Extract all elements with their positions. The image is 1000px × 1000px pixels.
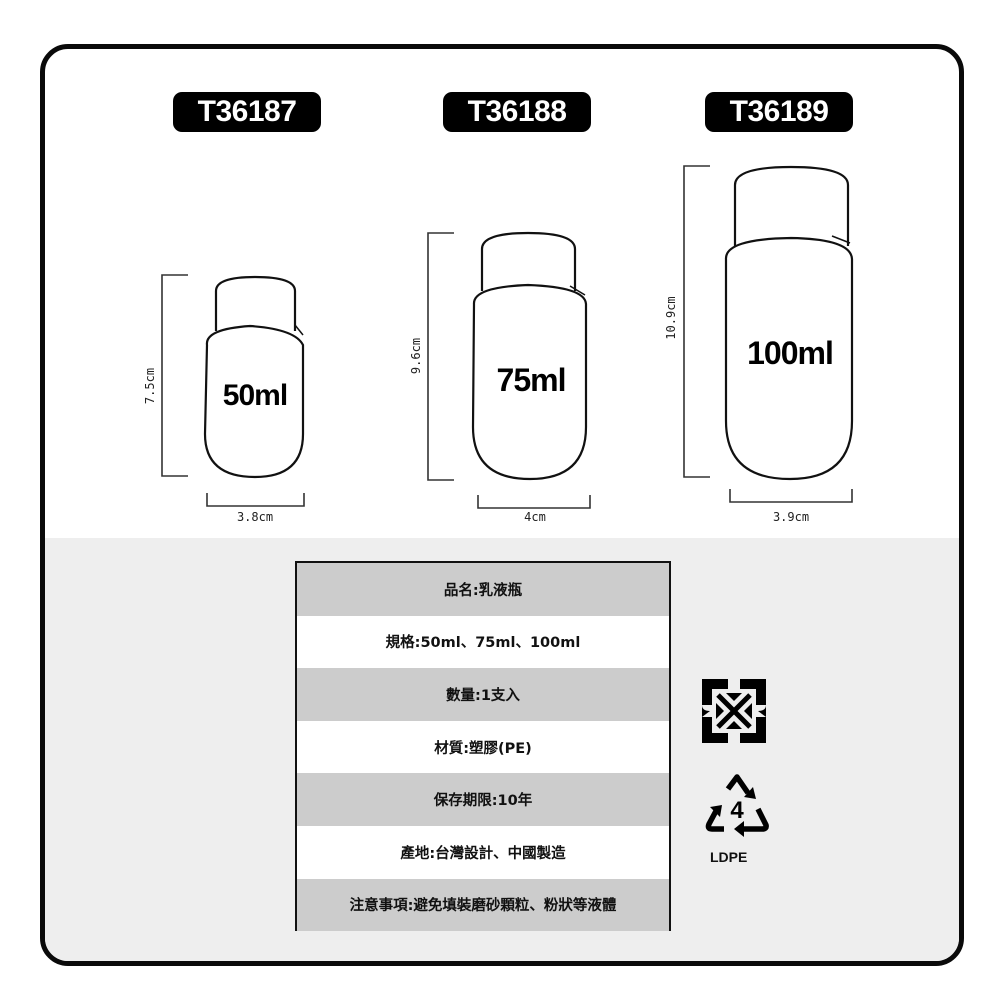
- width-label-75ml: 4cm: [524, 510, 546, 524]
- product-code-tag-t36187: T36187: [173, 92, 321, 132]
- bottle-75ml-icon: [471, 231, 588, 481]
- spec-row-material: 材質:塑膠(PE): [434, 740, 532, 757]
- recycle-triangle-icon: 4: [705, 774, 769, 837]
- volume-label-50ml: 50ml: [222, 379, 288, 412]
- spec-row-product-name: 品名:乳液瓶: [297, 563, 669, 616]
- bottle-100ml-icon: [724, 165, 854, 481]
- spec-row-notes: 注意事項:避免填裝磨砂顆粒、粉狀等液體: [297, 878, 669, 932]
- taiwan-recycle-icon: [702, 679, 766, 743]
- height-label-50ml: 7.5cm: [143, 367, 157, 405]
- spec-row-sizes: 規格:50ml、75ml、100ml: [385, 635, 581, 652]
- dimension-lines: [161, 165, 853, 509]
- resin-label-ldpe: LDPE: [710, 849, 748, 865]
- spec-table: 品名:乳液瓶 規格:50ml、75ml、100ml 數量:1支入 材質:塑膠(P…: [295, 561, 671, 932]
- bottle-50ml-icon: [203, 275, 305, 479]
- product-spec-card: T36187 T36188 T36189: [40, 44, 964, 966]
- height-label-75ml: 9.6cm: [409, 337, 423, 375]
- product-code-tag-t36189: T36189: [705, 92, 853, 132]
- volume-label-75ml: 75ml: [496, 362, 567, 398]
- spec-row-quantity: 數量:1支入: [297, 668, 669, 721]
- width-label-100ml: 3.9cm: [772, 510, 810, 524]
- volume-label-100ml: 100ml: [747, 335, 834, 371]
- height-label-100ml: 10.9cm: [664, 296, 678, 340]
- product-code-tag-t36188: T36188: [443, 92, 591, 132]
- width-label-50ml: 3.8cm: [236, 510, 274, 524]
- spec-row-shelf-life: 保存期限:10年: [297, 773, 669, 826]
- bottle-illustrations: [161, 165, 854, 509]
- svg-text:4: 4: [730, 797, 744, 824]
- spec-row-origin: 產地:台灣設計、中國製造: [400, 845, 566, 862]
